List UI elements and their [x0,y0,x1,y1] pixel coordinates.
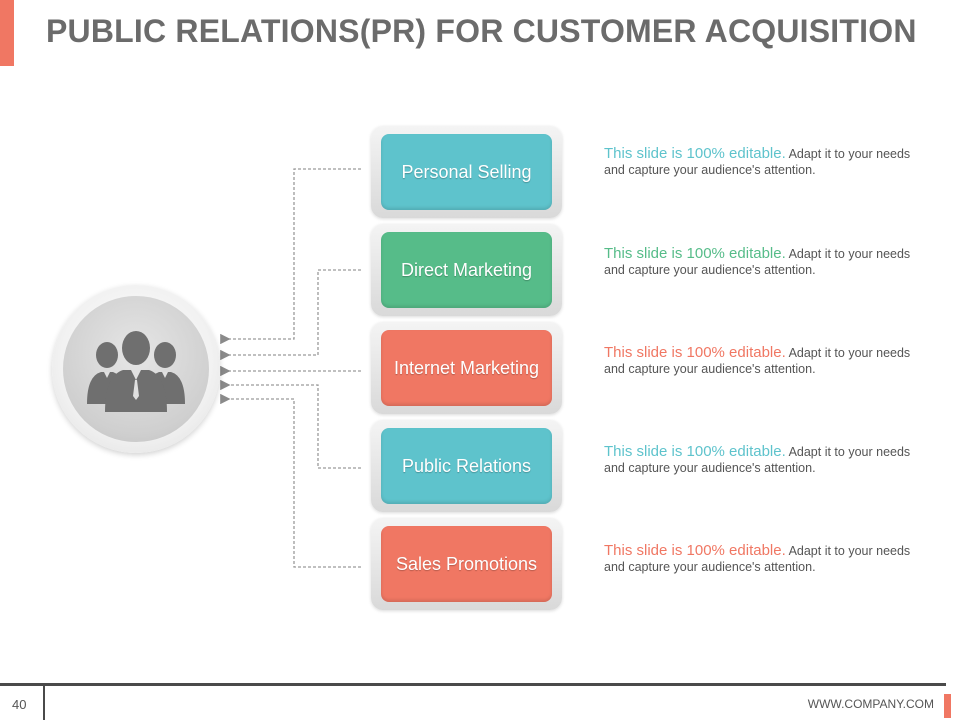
audience-hub [52,285,220,453]
item-label: Direct Marketing [381,232,552,308]
desc-lead: This slide is 100% editable. [604,145,786,162]
item-label: Internet Marketing [381,330,552,406]
slide-title: PUBLIC RELATIONS(PR) FOR CUSTOMER ACQUIS… [46,13,917,49]
connector-direct-marketing [220,269,361,361]
item-internet-marketing: Internet Marketing [371,322,562,414]
desc-lead: This slide is 100% editable. [604,344,786,361]
desc-body: Adapt it to your needs and capture your … [604,247,911,277]
desc-personal-selling: This slide is 100% editable. Adapt it to… [604,146,924,178]
item-sales-promotions: Sales Promotions [371,518,562,610]
item-direct-marketing: Direct Marketing [371,224,562,316]
desc-body: Adapt it to your needs and capture your … [604,346,911,376]
item-public-relations: Public Relations [371,420,562,512]
footer-accent-bar [944,694,951,718]
desc-public-relations: This slide is 100% editable. Adapt it to… [604,444,924,476]
item-label: Personal Selling [381,134,552,210]
footer-divider [43,686,45,720]
connector-personal-selling [220,168,361,345]
desc-sales-promotions: This slide is 100% editable. Adapt it to… [604,543,924,575]
item-personal-selling: Personal Selling [371,126,562,218]
connector-sales-promotions [220,393,361,568]
item-label: Sales Promotions [381,526,552,602]
footer-line [0,683,946,686]
desc-internet-marketing: This slide is 100% editable. Adapt it to… [604,345,924,377]
hub-inner-circle [63,296,209,442]
title-accent-bar [0,0,14,66]
item-label: Public Relations [381,428,552,504]
desc-body: Adapt it to your needs and capture your … [604,544,911,574]
footer-url: WWW.COMPANY.COM [807,697,934,711]
desc-lead: This slide is 100% editable. [604,245,786,262]
desc-body: Adapt it to your needs and capture your … [604,147,911,177]
desc-lead: This slide is 100% editable. [604,443,786,460]
desc-direct-marketing: This slide is 100% editable. Adapt it to… [604,246,924,278]
desc-lead: This slide is 100% editable. [604,542,786,559]
connector-public-relations [220,379,361,469]
page-number: 40 [12,697,27,712]
people-group-icon [87,331,185,412]
desc-body: Adapt it to your needs and capture your … [604,445,911,475]
